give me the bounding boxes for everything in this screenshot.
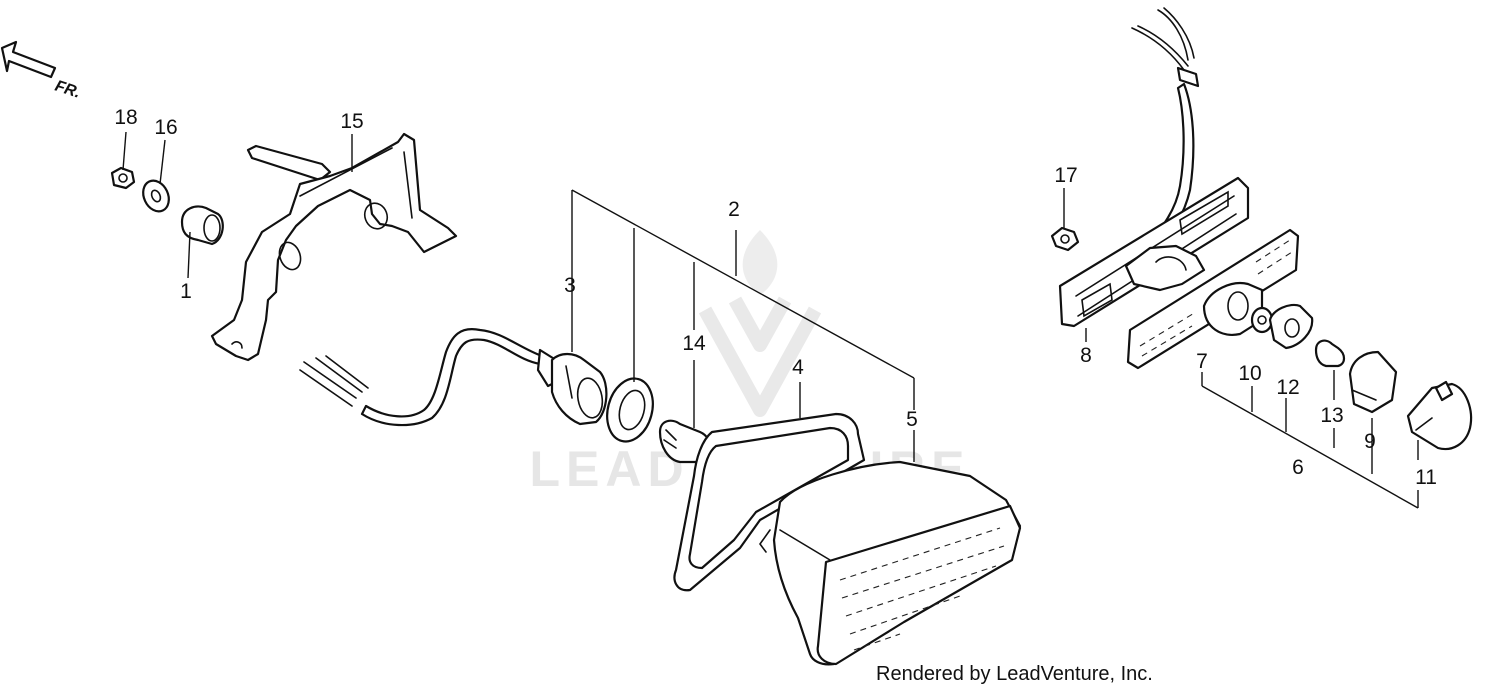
lens-gasket-part-4 xyxy=(673,412,866,592)
callout-3: 3 xyxy=(564,274,576,297)
washer-part-16 xyxy=(142,179,170,213)
license-bracket-part-8 xyxy=(1058,7,1250,328)
grommet-part-1 xyxy=(180,205,224,246)
callouts: 18 16 1 15 2 3 14 4 5 17 8 7 10 12 13 9 … xyxy=(114,106,1437,489)
base-plate-part-7 xyxy=(1126,228,1300,370)
callout-17: 17 xyxy=(1054,164,1077,187)
callout-18: 18 xyxy=(114,106,137,129)
callout-15: 15 xyxy=(340,110,363,133)
callout-7: 7 xyxy=(1196,350,1208,373)
callout-8: 8 xyxy=(1080,344,1092,367)
socket-harness-part-3 xyxy=(299,328,608,427)
callout-13: 13 xyxy=(1320,404,1343,427)
gasket-part-12 xyxy=(1268,303,1314,350)
license-cover-part-11 xyxy=(1406,380,1473,451)
credit-text: Rendered by LeadVenture, Inc. xyxy=(876,663,1153,685)
license-lens-part-9 xyxy=(1348,350,1398,414)
bracket-part-15 xyxy=(210,132,458,362)
gasket-ring xyxy=(606,377,654,443)
nut-part-17 xyxy=(1050,226,1080,252)
callout-11: 11 xyxy=(1415,466,1437,489)
callout-16: 16 xyxy=(154,116,177,139)
callout-10: 10 xyxy=(1238,362,1261,385)
front-direction-arrow: FR. xyxy=(0,40,83,102)
callout-14: 14 xyxy=(682,332,706,355)
callout-5: 5 xyxy=(906,408,918,431)
callout-9: 9 xyxy=(1364,430,1376,453)
callout-2: 2 xyxy=(728,198,740,221)
callout-4: 4 xyxy=(792,356,804,379)
callout-12: 12 xyxy=(1276,376,1299,399)
callout-1: 1 xyxy=(180,280,192,303)
nut-part-18 xyxy=(110,166,136,190)
tail-lamp-part-5 xyxy=(759,460,1022,666)
bulb-part-13 xyxy=(1314,339,1346,368)
callout-6: 6 xyxy=(1292,456,1304,479)
leader-lines xyxy=(122,131,1419,509)
front-direction-label: FR. xyxy=(53,78,83,102)
